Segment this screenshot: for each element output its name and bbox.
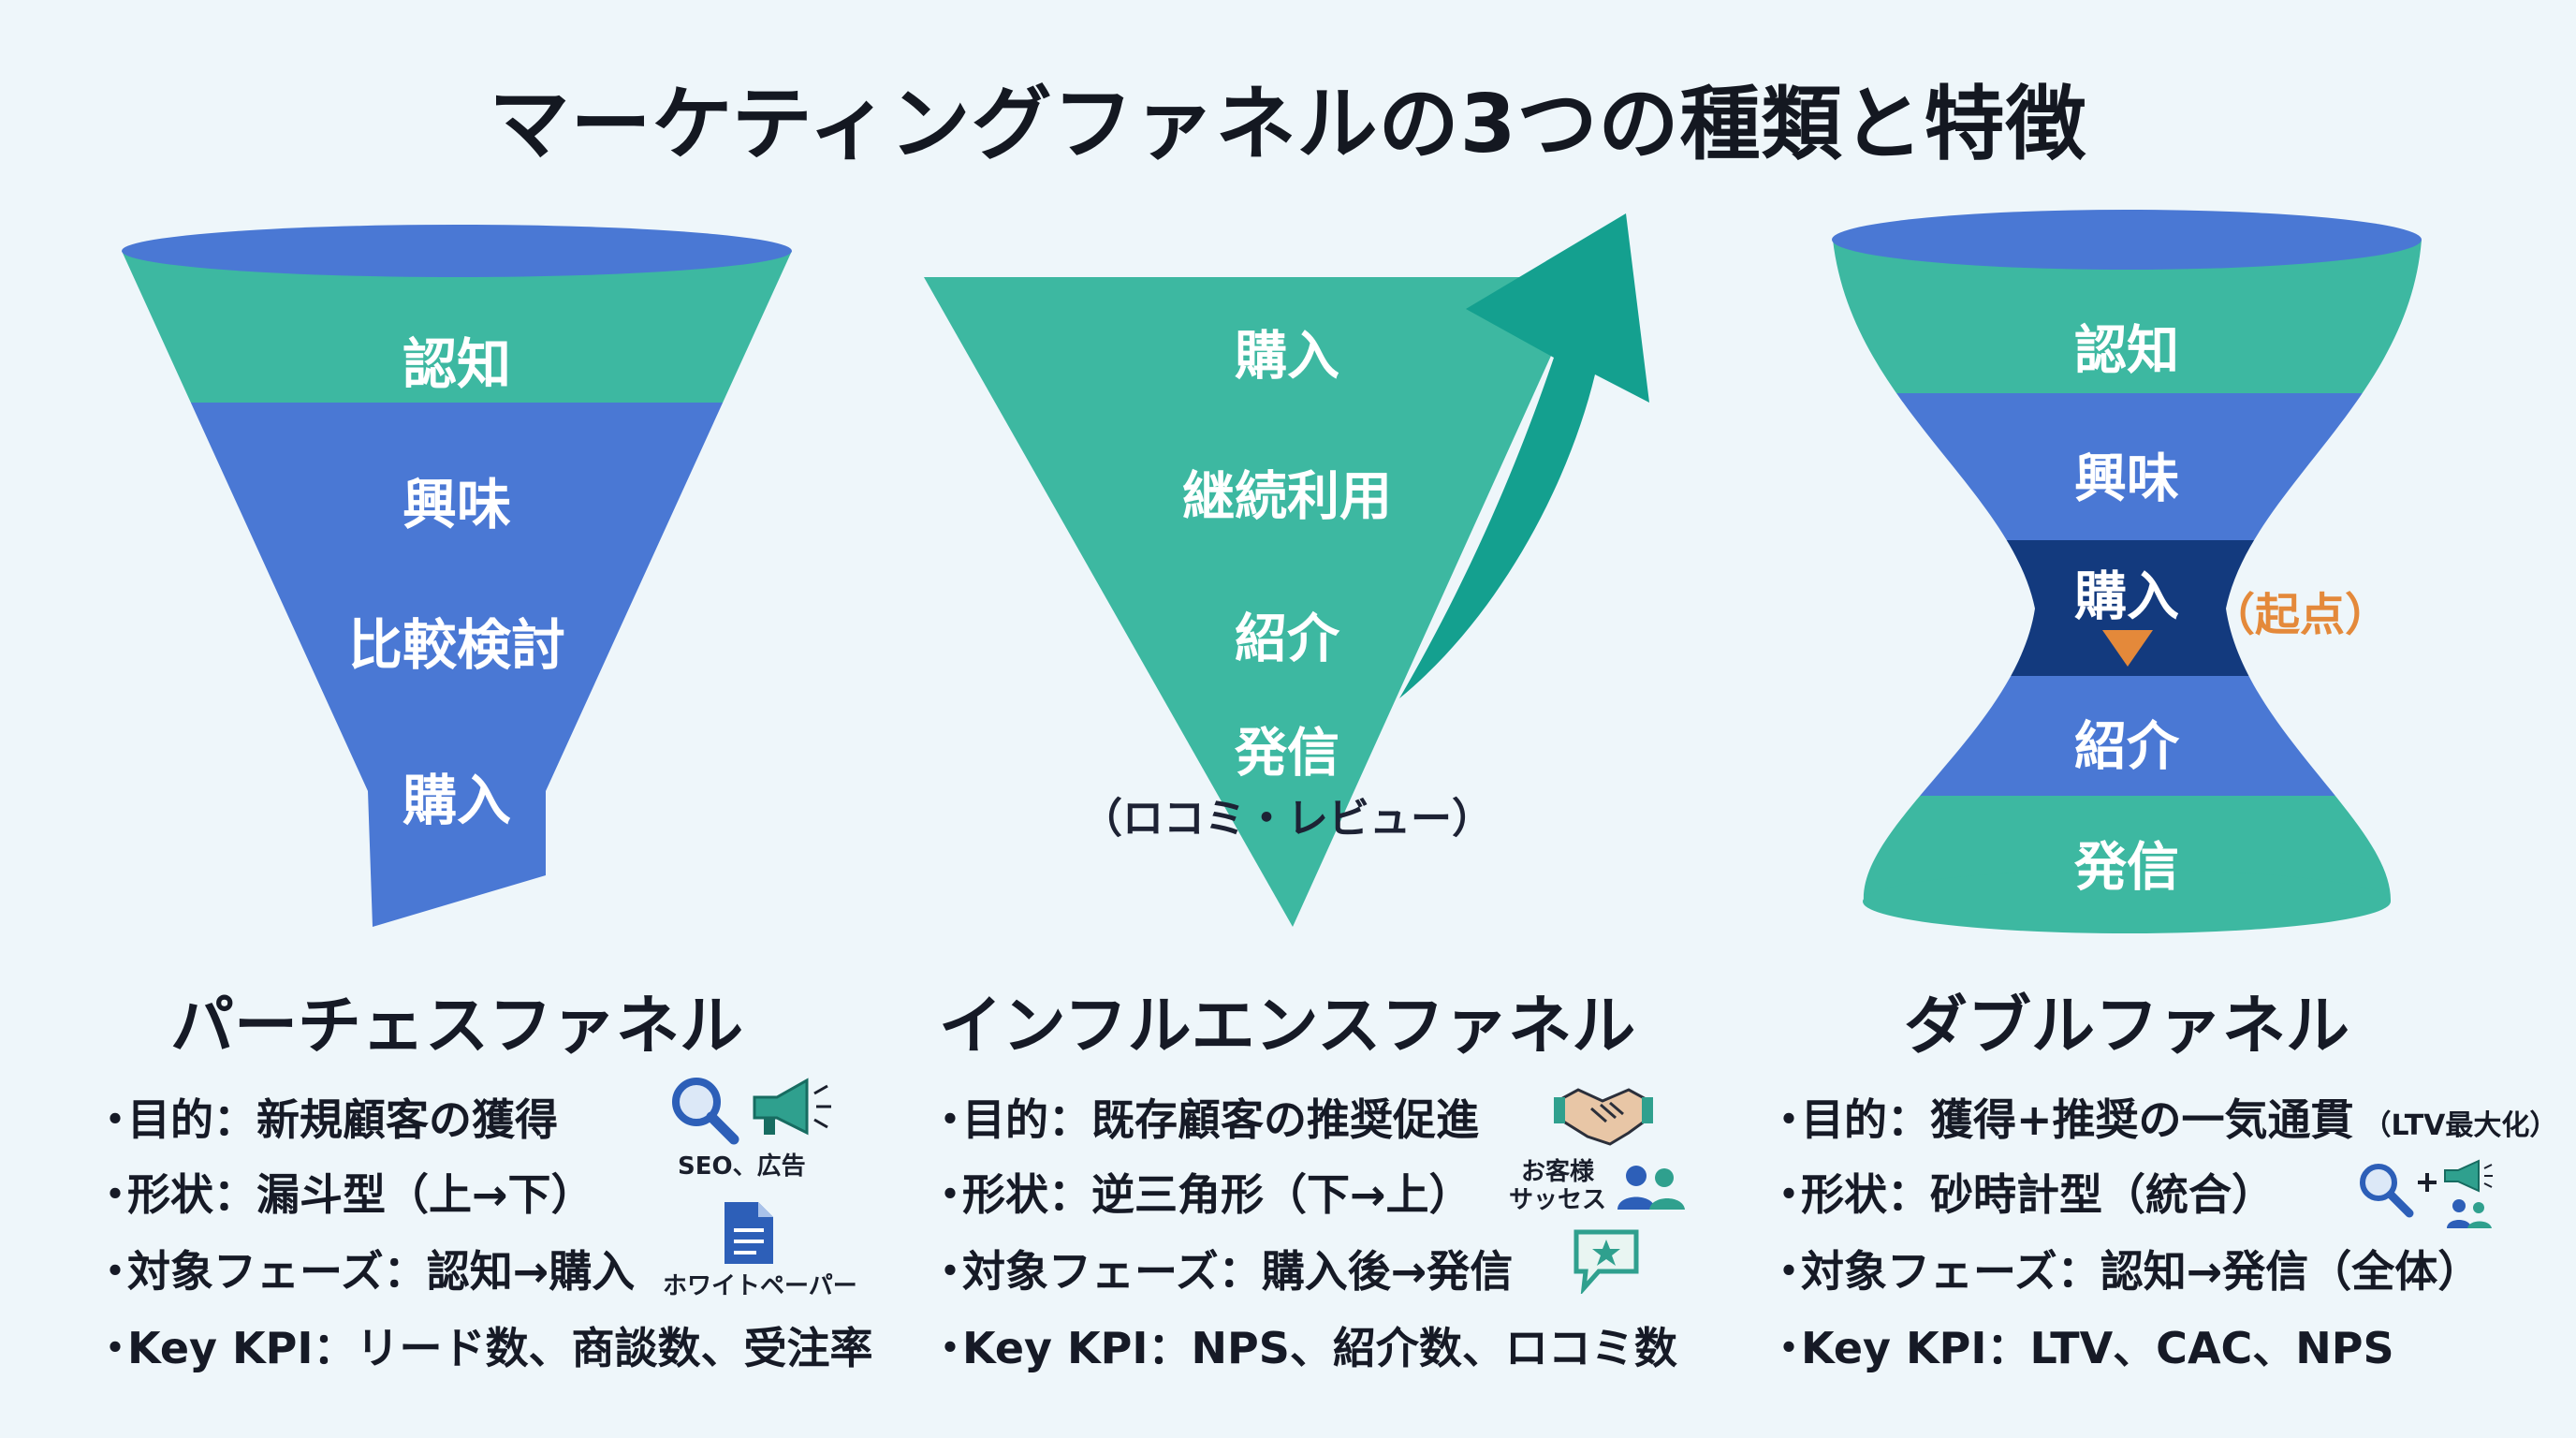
purchase-stage-purchase: 購入 bbox=[402, 769, 512, 832]
megaphone-icon bbox=[2444, 1159, 2493, 1193]
double-stage-share: 発信 bbox=[2074, 837, 2179, 899]
magnifier-icon bbox=[672, 1078, 739, 1145]
document-icon bbox=[724, 1202, 773, 1264]
purchase-stage-consideration: 比較検討 bbox=[347, 613, 566, 677]
double-bullet-phase: ・対象フェーズ：認知→発信（全体） bbox=[1767, 1246, 2481, 1297]
customer-success-caption: お客様 サッセス bbox=[1509, 1158, 1607, 1214]
bullet-text: Key KPI：リード数、商談数、受注率 bbox=[127, 1323, 873, 1373]
purchase-bullet-shape: ・形状：漏斗型（上→下） bbox=[94, 1169, 594, 1220]
users-icon bbox=[1617, 1166, 1685, 1210]
purchase-stage-interest: 興味 bbox=[402, 473, 512, 536]
influence-bullet-phase: ・対象フェーズ：購入後→発信 bbox=[929, 1246, 1514, 1297]
seo-ads-caption: SEO、広告 bbox=[678, 1152, 806, 1181]
users-icon bbox=[2447, 1199, 2492, 1228]
whitepaper-caption: ホワイトペーパー bbox=[663, 1272, 857, 1300]
double-stage-awareness: 認知 bbox=[2074, 320, 2179, 382]
influence-stage-referral: 紹介 bbox=[1235, 609, 1339, 670]
influence-funnel-shape bbox=[924, 213, 1649, 927]
influence-bullet-kpi: ・Key KPI：NPS、紹介数、ロコミ数 bbox=[929, 1323, 1677, 1373]
purchase-stage-awareness: 認知 bbox=[402, 332, 512, 396]
bullet-text: 目的：既存顧客の推奨促進 bbox=[962, 1094, 1479, 1145]
influence-stage-share: 発信 bbox=[1235, 723, 1339, 785]
double-stage-purchase: 購入 bbox=[2074, 566, 2179, 628]
purchase-funnel-name: パーチェスファネル bbox=[169, 990, 744, 1064]
influence-stage-note: （ロコミ・レビュー） bbox=[1081, 795, 1493, 843]
plus-icon bbox=[2418, 1173, 2437, 1192]
down-triangle-icon bbox=[2102, 630, 2153, 667]
bullet-text: 目的：新規顧客の獲得 bbox=[127, 1094, 558, 1145]
double-funnel-name: ダブルファネル bbox=[1903, 990, 2350, 1064]
megaphone-icon bbox=[753, 1078, 831, 1136]
influence-funnel-name: インフルエンスファネル bbox=[938, 990, 1636, 1064]
influence-bullet-purpose: ・目的：既存顧客の推奨促進 bbox=[929, 1094, 1479, 1145]
double-bullet-purpose: ・目的：獲得+推奨の一気通貫（LTV最大化） bbox=[1767, 1094, 2558, 1145]
bullet-text: 形状：漏斗型（上→下） bbox=[127, 1169, 594, 1220]
bullet-text: Key KPI：NPS、紹介数、ロコミ数 bbox=[962, 1323, 1677, 1373]
double-bullet-kpi: ・Key KPI：LTV、CAC、NPS bbox=[1767, 1323, 2394, 1373]
purchase-bullet-kpi: ・Key KPI：リード数、商談数、受注率 bbox=[94, 1323, 873, 1373]
up-arrow-icon bbox=[1399, 213, 1649, 698]
purchase-bullet-phase: ・対象フェーズ：認知→購入 bbox=[94, 1246, 636, 1297]
handshake-icon bbox=[1554, 1088, 1653, 1146]
start-point-label: （起点） bbox=[2209, 589, 2391, 641]
star-chat-icon bbox=[1573, 1229, 1639, 1294]
bullet-text: 対象フェーズ：認知→購入 bbox=[127, 1246, 636, 1297]
bullet-text: 形状：砂時計型（統合） bbox=[1801, 1169, 2275, 1220]
magnifier-icon bbox=[2360, 1164, 2414, 1218]
influence-bullet-shape: ・形状：逆三角形（下→上） bbox=[929, 1169, 1472, 1220]
double-bullet-shape: ・形状：砂時計型（統合） bbox=[1767, 1169, 2275, 1220]
purchase-bullet-purpose: ・目的：新規顧客の獲得 bbox=[94, 1094, 558, 1145]
bullet-text: 目的：獲得+推奨の一気通貫 bbox=[1801, 1094, 2354, 1145]
page-title: マーケティングファネルの3つの種類と特徴 bbox=[489, 78, 2087, 171]
double-stage-referral: 紹介 bbox=[2074, 716, 2179, 778]
bullet-text: 対象フェーズ：購入後→発信 bbox=[962, 1246, 1514, 1297]
bullet-text: 形状：逆三角形（下→上） bbox=[962, 1169, 1472, 1220]
influence-stage-continued-use: 継続利用 bbox=[1182, 466, 1392, 528]
bullet-text: Key KPI：LTV、CAC、NPS bbox=[1801, 1323, 2394, 1373]
double-stage-interest: 興味 bbox=[2074, 448, 2179, 510]
ltv-note: （LTV最大化） bbox=[2363, 1109, 2558, 1142]
influence-stage-purchase: 購入 bbox=[1235, 326, 1339, 388]
bullet-text: 対象フェーズ：認知→発信（全体） bbox=[1801, 1246, 2481, 1297]
